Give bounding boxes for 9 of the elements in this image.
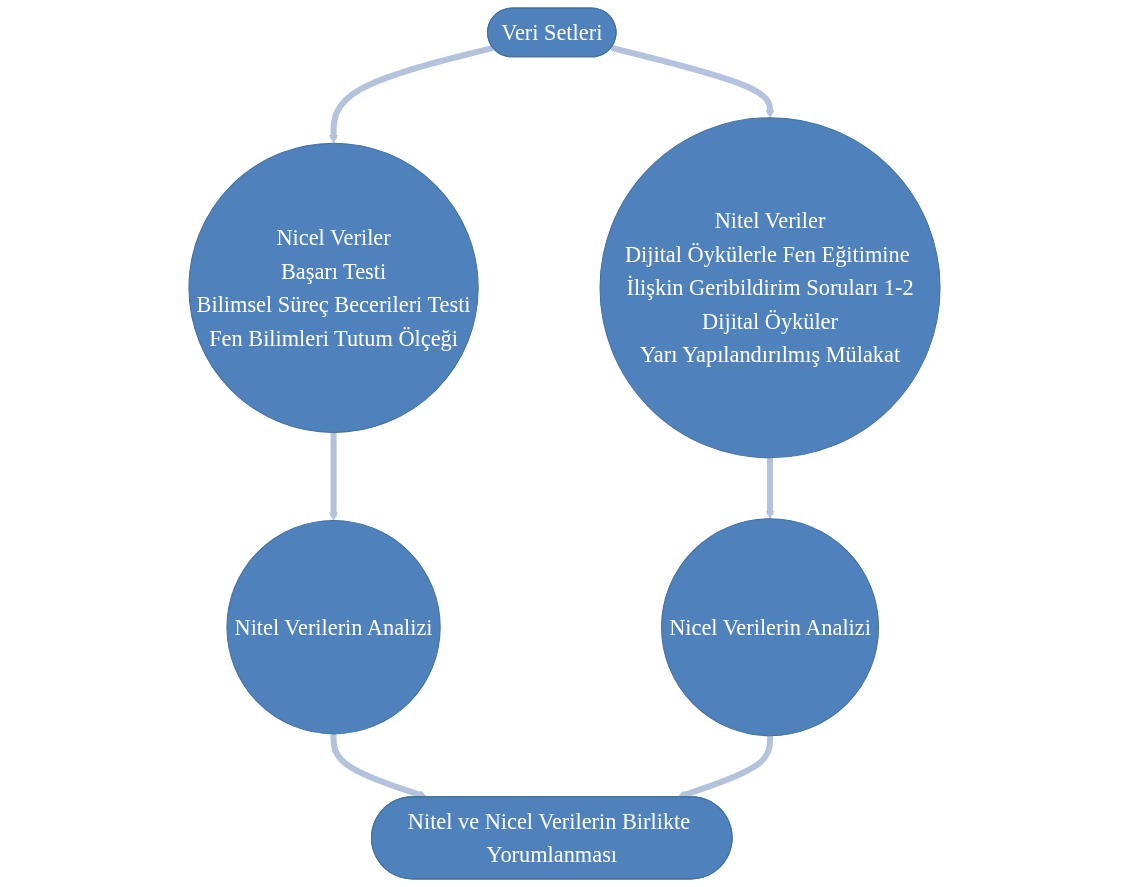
arrow — [329, 44, 494, 144]
node-circle: Nitel Veriler Dijital Öykülerle Fen Eğitimine İlişkin Geribildirim Soruları 1-2 Dijital Öyküler Yarı Yapılandırılmış Mülakat — [599, 117, 941, 459]
node-circle: Nicel Veriler Başarı Testi Bilimsel Süreç Becerileri Testi Fen Bilimleri Tutum Ölçeği — [188, 142, 479, 433]
arrow — [765, 457, 775, 520]
arrow — [610, 44, 775, 119]
node-circle: Nitel Verilerin Analizi — [226, 520, 441, 735]
arrow — [330, 733, 428, 799]
node-circle: Nicel Verilerin Analizi — [661, 518, 880, 737]
arrow — [329, 432, 338, 521]
